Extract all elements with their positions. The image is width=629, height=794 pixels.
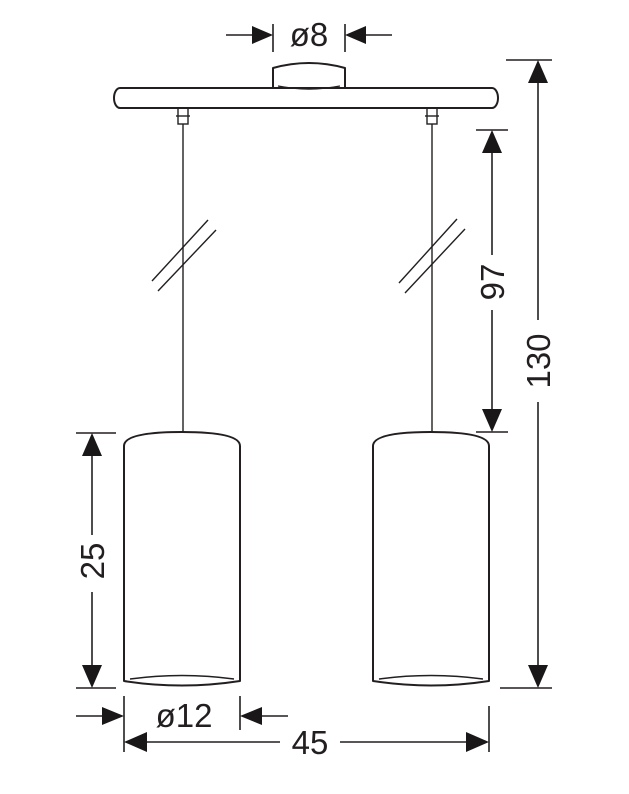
right-cable-break-mark <box>398 218 466 294</box>
shade-diameter-dimension: ø12 <box>76 696 288 752</box>
total-height-label: 130 <box>520 333 557 388</box>
cable-length-label: 97 <box>474 264 511 301</box>
cable-length-dimension: 97 <box>474 129 511 433</box>
total-height-dimension: 130 <box>500 59 557 689</box>
shade-diameter-label: ø12 <box>156 697 213 734</box>
shade-height-dimension: 25 <box>74 432 116 689</box>
right-cable-connector <box>425 107 439 125</box>
ceiling-bar <box>113 87 499 109</box>
total-width-dimension: 45 <box>124 706 490 761</box>
canopy-diameter-label: ø8 <box>290 16 329 53</box>
shade-height-label: 25 <box>74 543 111 580</box>
left-lamp-shade <box>123 431 241 687</box>
canopy-diameter-dimension: ø8 <box>226 16 392 53</box>
total-width-label: 45 <box>292 724 329 761</box>
left-cable-break-mark <box>151 219 217 292</box>
canopy-mount <box>272 62 346 90</box>
left-cable-connector <box>176 107 190 125</box>
right-lamp-shade <box>372 431 490 687</box>
